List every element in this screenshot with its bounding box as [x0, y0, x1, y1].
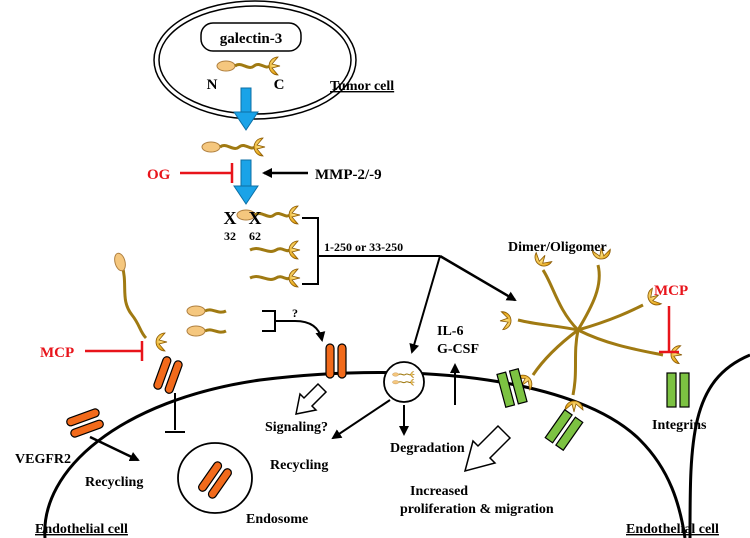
- mmp-label: MMP-2/-9: [315, 167, 382, 183]
- n-terminal-fragment-1: [185, 304, 228, 318]
- dimer-label: Dimer/Oligomer: [508, 240, 607, 255]
- bound-galectin-tail: [120, 264, 148, 340]
- recycling-mid-arrow: [331, 399, 391, 440]
- fragment-bracket: [302, 217, 319, 285]
- og-label: OG: [147, 167, 171, 183]
- cleaved-fragment-1: [248, 239, 302, 261]
- integrin-middle: [544, 409, 584, 451]
- endosome: [177, 442, 253, 514]
- galectin-label: galectin-3: [220, 31, 282, 47]
- og-inhibition: [180, 163, 234, 183]
- integrin-right: [666, 372, 690, 408]
- n-terminal-bracket: [262, 310, 276, 332]
- recycling-mid-label: Recycling: [270, 458, 328, 473]
- integrins-label: Integrins: [652, 418, 707, 433]
- oligomer-arrow: [439, 254, 517, 302]
- vegfr2-bound: [152, 355, 184, 395]
- degradation-label: Degradation: [390, 441, 465, 456]
- galectin-3-monomer: [215, 55, 282, 77]
- vegfr2-free: [65, 407, 105, 439]
- recycling-left-label: Recycling: [85, 475, 143, 490]
- secreted-galectin-3: [200, 136, 267, 158]
- proliferation-arrow: [463, 424, 512, 473]
- signaling-label: Signaling?: [265, 420, 328, 435]
- secretion-arrow: [233, 87, 259, 131]
- endocytosis-arrow: [409, 255, 441, 354]
- right-endothelial-membrane: [688, 353, 750, 538]
- increased-label: Increased: [410, 484, 468, 499]
- galectin-oligomer: [498, 246, 684, 413]
- mcp-left-label: MCP: [40, 345, 74, 361]
- n-terminal-fragment-2: [185, 324, 228, 338]
- endothelial-right-label: Endothelial cell: [626, 522, 719, 537]
- n-terminus-label: N: [207, 77, 218, 93]
- cleaved-fragment-2: [248, 267, 302, 289]
- proliferation-label: proliferation & migration: [400, 502, 554, 517]
- endothelial-left-label: Endothelial cell: [35, 522, 128, 537]
- cleavage-mark-32: X: [224, 208, 237, 228]
- fragments-label: 1-250 or 33-250: [324, 240, 403, 254]
- c-terminus-label: C: [274, 77, 285, 93]
- cleavage-mark-62: X: [249, 208, 262, 228]
- site-32-label: 32: [224, 229, 236, 243]
- tumor-cell: galectin-3 N C: [153, 0, 357, 120]
- full-length-galectin-3: [235, 204, 302, 226]
- mcp-right-label: MCP: [654, 283, 688, 299]
- tumor-cell-label: Tumor cell: [330, 79, 394, 94]
- il6-label: IL-6: [437, 324, 463, 339]
- unknown-arrow: [275, 320, 326, 342]
- endosome-label: Endosome: [246, 512, 308, 527]
- signaling-arrow: [295, 382, 328, 415]
- vesicle: [383, 361, 425, 403]
- gcsf-label: G-CSF: [437, 342, 479, 357]
- integrin-left: [496, 368, 528, 408]
- vegfr2-label: VEGFR2: [15, 452, 71, 467]
- bound-galectin-crd: [155, 332, 168, 352]
- cleavage-arrow: [233, 159, 259, 205]
- unknown-label: ?: [292, 306, 298, 320]
- left-endothelial-membrane: [43, 371, 687, 538]
- site-62-label: 62: [249, 229, 261, 243]
- galectin-label-box: [200, 22, 302, 52]
- recycling-arrow: [89, 435, 140, 462]
